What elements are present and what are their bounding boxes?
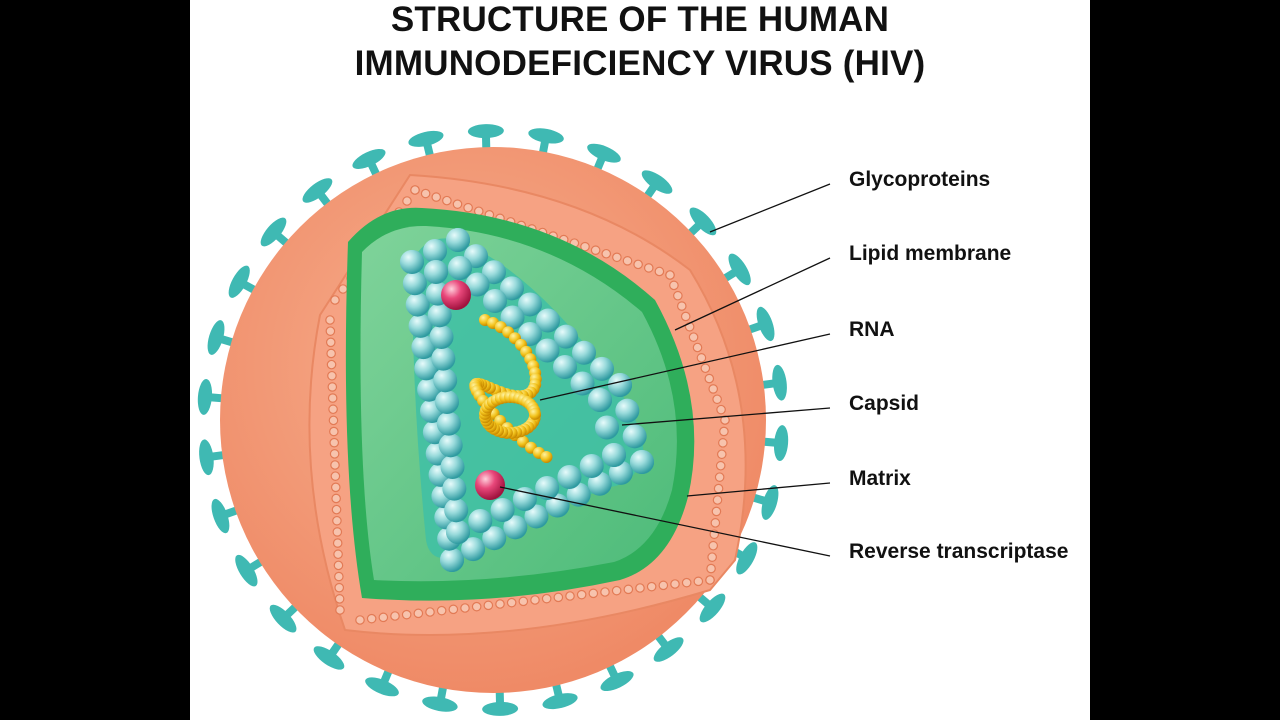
capsid-bead: [557, 465, 582, 489]
capsid-bead: [440, 548, 464, 572]
capsid-bead: [431, 346, 456, 371]
capsid-bead: [572, 340, 596, 365]
leader-reverse-transcriptase: [499, 486, 831, 557]
capsid-bead: [435, 390, 459, 414]
leader-lines: [499, 183, 831, 557]
capsid-bead: [427, 303, 452, 328]
capsid-bead: [630, 450, 654, 474]
label-lipid-membrane: Lipid membrane: [849, 242, 1012, 265]
capsid-bead: [446, 520, 470, 544]
capsid-bead: [446, 228, 470, 252]
capsid-bead: [424, 260, 448, 284]
capsid-bead: [448, 256, 472, 280]
leader-matrix: [686, 482, 831, 497]
capsid-bead: [602, 443, 626, 467]
leader-rna: [539, 333, 831, 401]
diagram-frame: STRUCTURE OF THE HUMAN IMMUNODEFICIENCY …: [190, 0, 1090, 720]
capsid-bead: [590, 356, 614, 381]
capsid-bead: [438, 433, 463, 458]
capsid-bead: [588, 388, 612, 412]
capsid-bead: [442, 476, 467, 501]
capsid-bead: [483, 289, 507, 313]
label-glycoproteins: Glycoproteins: [849, 168, 991, 191]
capsid-bead: [423, 239, 447, 263]
reverse-transcriptase: [475, 470, 505, 500]
label-reverse-transcriptase: Reverse transcriptase: [849, 540, 1069, 563]
capsid-bead: [622, 424, 647, 449]
capsid-bead: [566, 482, 591, 507]
title-line-2: IMMUNODEFICIENCY VIRUS (HIV): [354, 44, 926, 83]
capsid-bead: [461, 537, 486, 562]
capsid-bead: [536, 308, 560, 333]
capsid-bead: [595, 415, 619, 440]
capsid-bead: [411, 335, 436, 360]
enzyme-top: [441, 280, 471, 310]
capsid-bead: [553, 355, 577, 379]
capsid-bead: [535, 476, 560, 500]
capsid-bead: [535, 338, 560, 363]
capsid-bead: [503, 515, 528, 540]
capsid-bead: [482, 260, 506, 285]
capsid-bead: [433, 368, 458, 393]
capsid-bead: [400, 250, 424, 274]
capsid-bead: [524, 504, 549, 529]
capsid-bead: [490, 498, 515, 522]
capsid-bead: [405, 292, 430, 317]
hiv-illustration: [197, 124, 831, 716]
label-capsid: Capsid: [849, 392, 920, 415]
capsid-bead: [500, 305, 525, 330]
label-matrix: Matrix: [849, 467, 911, 490]
leader-capsid: [621, 407, 831, 426]
capsid-bead: [408, 313, 433, 338]
capsid-bead: [465, 272, 490, 297]
capsid-bead: [554, 324, 578, 349]
capsid-bead: [482, 526, 507, 551]
capsid-bead: [429, 325, 454, 349]
capsid-bead: [545, 493, 570, 518]
capsid-bead: [615, 398, 640, 423]
capsid-bead: [444, 498, 469, 523]
capsid-bead: [440, 455, 465, 479]
label-rna: RNA: [849, 318, 895, 341]
capsid-bead: [518, 292, 542, 317]
capsid-bead: [436, 411, 461, 436]
capsid-bead: [500, 276, 524, 301]
capsid-bead: [402, 271, 427, 296]
capsid-bead: [468, 509, 493, 533]
capsid-bead: [608, 373, 632, 397]
title-line-1: STRUCTURE OF THE HUMAN: [390, 0, 890, 39]
rna-strand: [469, 314, 553, 463]
lipid-membrane-dots: [325, 185, 730, 625]
leader-lipid-membrane: [674, 257, 831, 331]
capsid-bead: [579, 454, 604, 478]
leader-glycoproteins: [709, 183, 831, 233]
